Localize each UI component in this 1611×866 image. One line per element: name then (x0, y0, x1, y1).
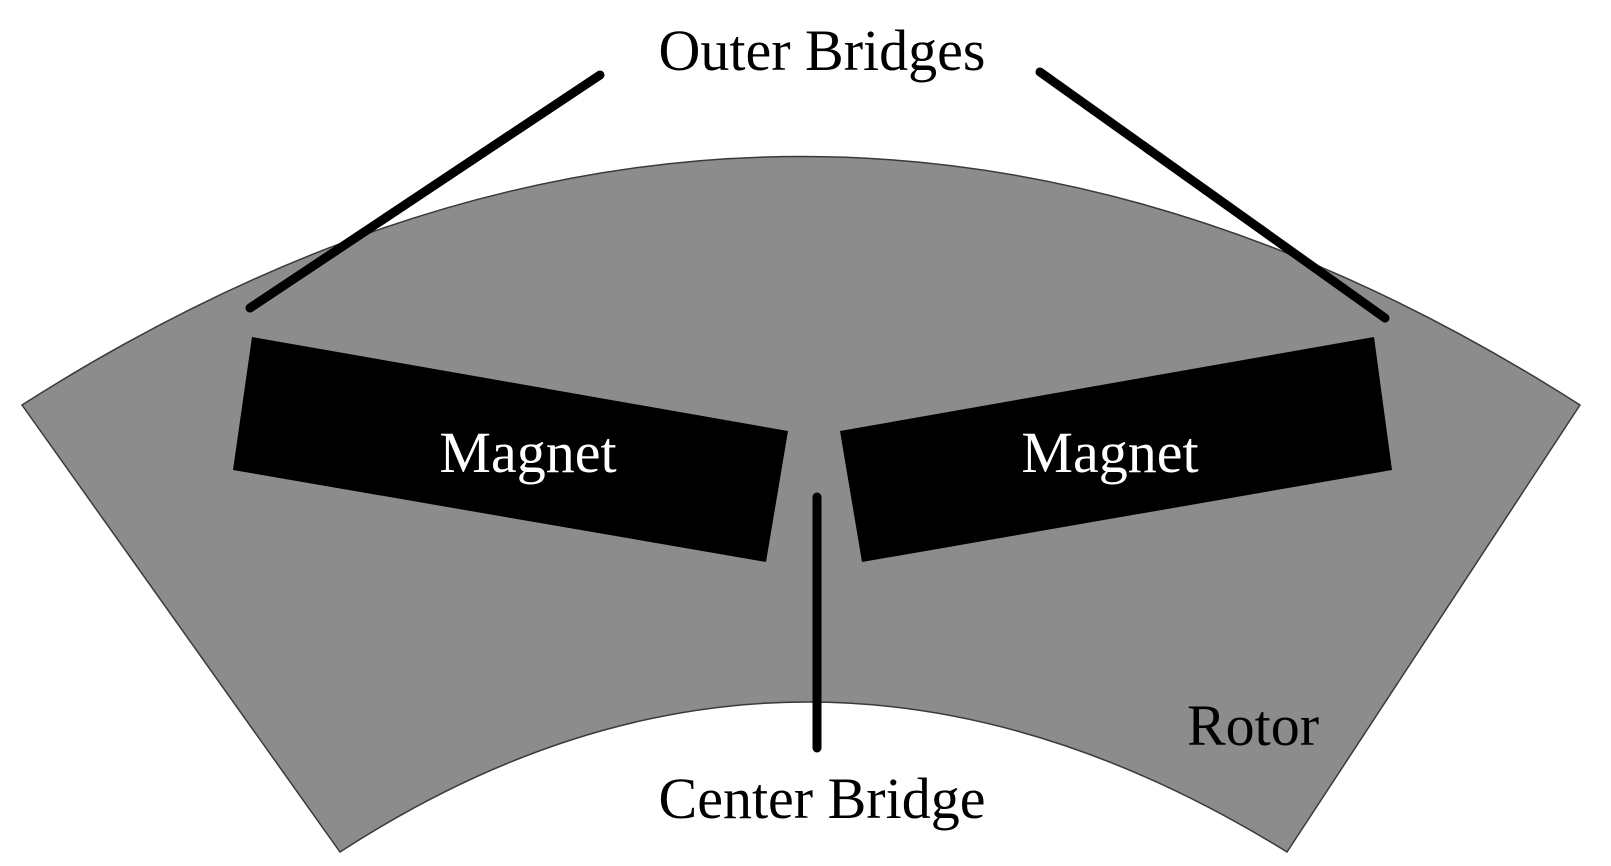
magnet-right (840, 337, 1392, 562)
magnet-left (233, 337, 788, 562)
center-bridge-label: Center Bridge (659, 766, 986, 831)
outer-bridges-label: Outer Bridges (659, 18, 986, 83)
outer-bridge-leader-left (245, 70, 605, 313)
magnet-left-label: Magnet (439, 420, 616, 485)
outer-bridge-leader-right (1035, 67, 1390, 323)
magnet-right-label: Magnet (1021, 420, 1198, 485)
rotor-segment (20, 155, 1582, 854)
rotor-label: Rotor (1187, 693, 1319, 758)
